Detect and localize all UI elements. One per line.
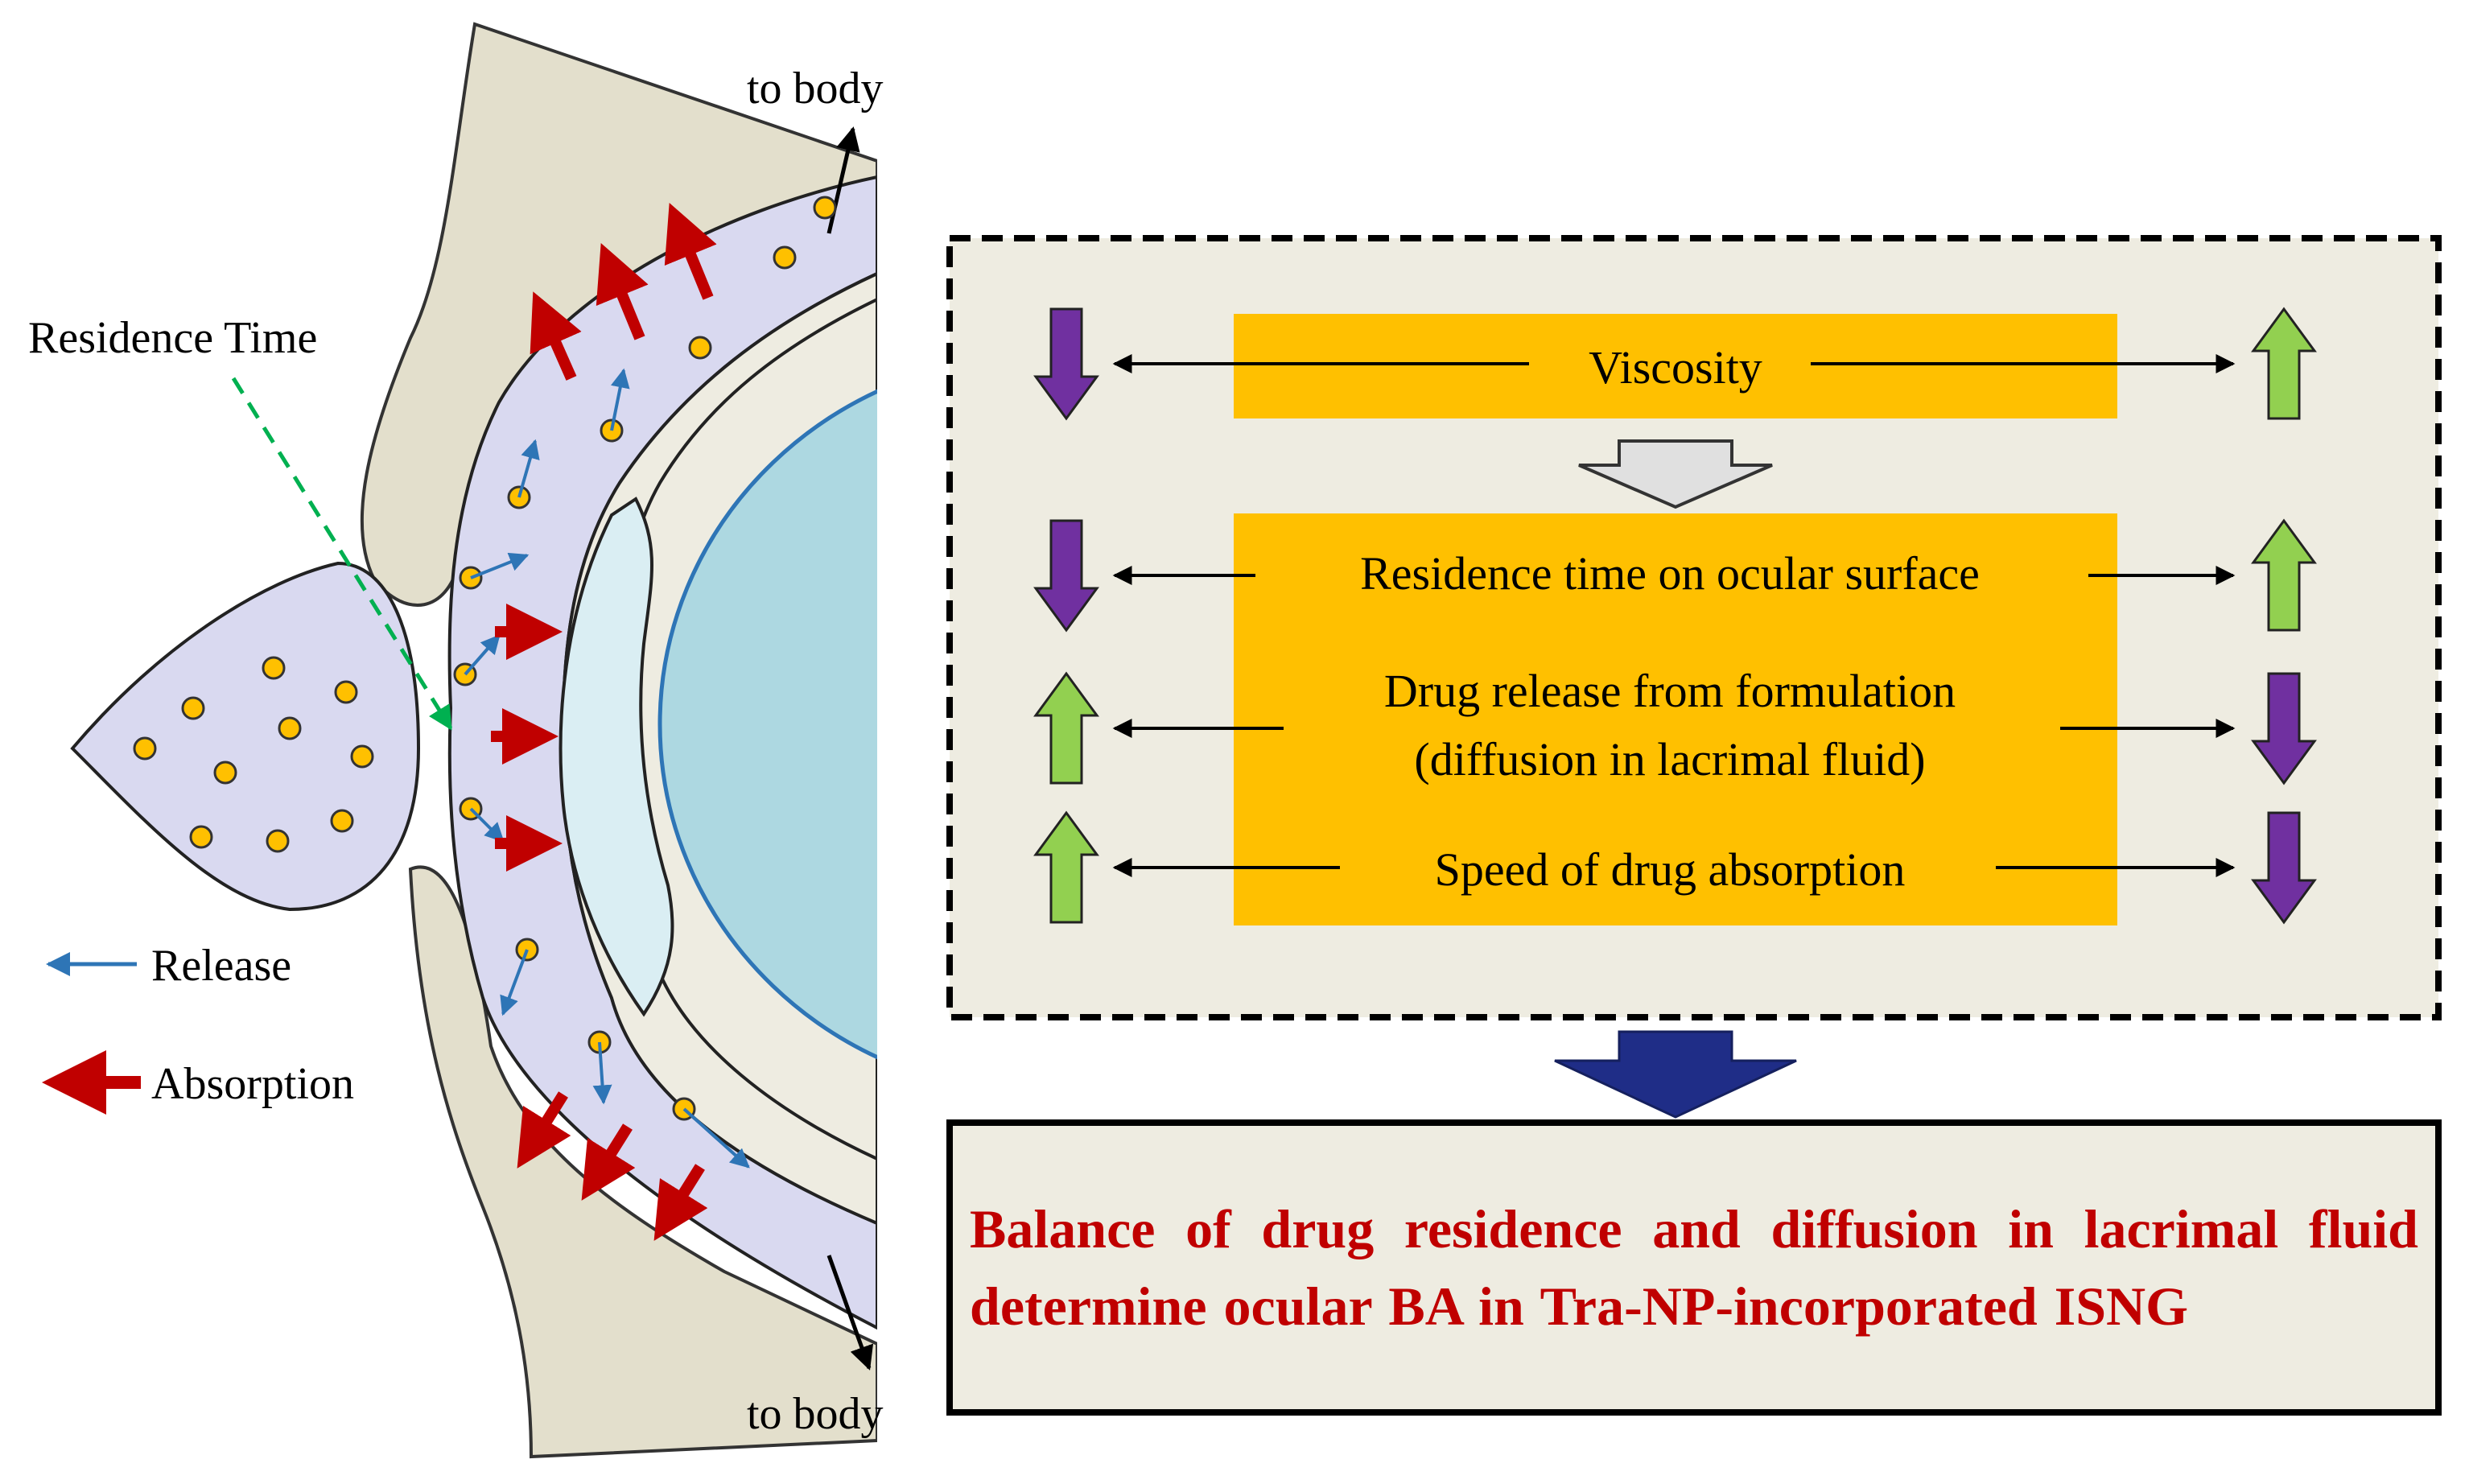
- drug-dot: [189, 825, 213, 849]
- residence-time-guide: [231, 377, 453, 731]
- drug-dot: [213, 761, 237, 785]
- drug-dot: [813, 196, 837, 220]
- absorption-arrow: [581, 1123, 636, 1201]
- absorption-arrow: [664, 203, 717, 300]
- release-row-label-2: (diffusion in lacrimal fluid): [1414, 733, 1925, 785]
- eye-cross-section: [70, 22, 877, 1459]
- drug-dot: [330, 809, 354, 833]
- iris: [657, 389, 877, 1060]
- release-arrow: [500, 949, 529, 1016]
- residence-row-label: Residence time on ocular surface: [1360, 547, 1980, 600]
- drug-dot: [181, 696, 205, 720]
- drug-dot: [773, 245, 797, 270]
- to-body-label-bottom: to body: [747, 1389, 884, 1439]
- to-body-arrow-bottom: [826, 1255, 874, 1371]
- release-arrow: [610, 368, 630, 431]
- release-row-label-1: Drug release from formulation: [1384, 665, 1956, 717]
- grey-down-arrow-icon: [1578, 439, 1773, 509]
- legend-release-label: Release: [151, 941, 291, 991]
- release-arrow: [592, 1041, 612, 1105]
- drug-dot: [350, 744, 374, 769]
- conclusion-text: Balance of drug residence and diffusion …: [970, 1198, 2418, 1337]
- release-arrow: [464, 634, 501, 676]
- viscosity-label: Viscosity: [1589, 341, 1762, 394]
- absorption-arrow: [530, 291, 582, 381]
- effects-box: [1234, 513, 2117, 925]
- release-arrow: [470, 552, 530, 579]
- drug-dot: [262, 656, 286, 680]
- cornea: [559, 497, 674, 1017]
- release-arrow: [469, 807, 505, 843]
- drug-dot: [278, 716, 302, 740]
- speed-row-label: Speed of drug absorption: [1435, 843, 1906, 896]
- legend: Release Absorption: [42, 941, 354, 1115]
- drug-dot: [266, 829, 290, 853]
- absorption-arrow: [596, 243, 649, 340]
- drug-dot: [688, 336, 712, 360]
- absorption-arrows: [491, 203, 717, 1241]
- conclusion-arrow-icon: [1554, 1030, 1797, 1119]
- drug-dot: [334, 680, 358, 704]
- release-arrows: [464, 368, 750, 1169]
- drug-dot: [133, 736, 157, 761]
- eye-drop: [70, 561, 421, 912]
- release-arrow: [682, 1107, 750, 1169]
- absorption-arrow: [517, 1091, 571, 1169]
- legend-absorption-label: Absorption: [151, 1059, 354, 1109]
- residence-time-label: Residence Time: [28, 313, 317, 363]
- viscosity-box: [1234, 314, 2117, 418]
- to-body-label-top: to body: [747, 64, 884, 113]
- absorption-arrow: [653, 1164, 708, 1241]
- release-arrow: [517, 439, 540, 498]
- conclusion-box: [946, 1119, 2442, 1416]
